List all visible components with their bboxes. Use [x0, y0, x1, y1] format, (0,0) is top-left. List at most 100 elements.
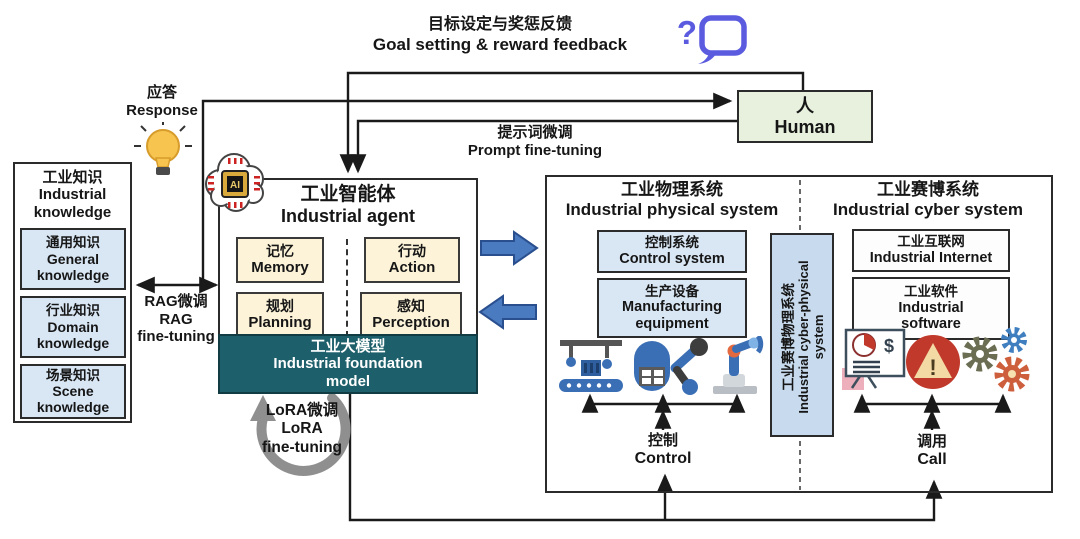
agent-title-en: Industrial agent — [280, 206, 415, 227]
agent-title-zh: 工业智能体 — [300, 184, 396, 205]
prompt-finetuning-line — [349, 119, 737, 174]
question-bubble-icon: ? — [677, 14, 747, 64]
perception-box: 感知 Perception — [360, 292, 462, 338]
internet-en: Industrial Internet — [869, 249, 993, 266]
control-system-zh: 控制系统 — [645, 235, 699, 251]
domain-knowledge-en: Domain knowledge — [36, 318, 110, 351]
memory-en: Memory — [251, 259, 309, 277]
call-en: Call — [917, 450, 947, 468]
general-knowledge-zh: 通用知识 — [46, 235, 100, 251]
lora-en2: fine-tuning — [261, 438, 343, 456]
call-label: 调用 Call — [882, 433, 982, 470]
action-en: Action — [388, 259, 436, 277]
rag-en2: fine-tuning — [137, 328, 215, 346]
ai-cloud-icon: AI — [205, 153, 264, 212]
agent-to-system-arrow — [480, 230, 539, 266]
response-zh: 应答 — [146, 84, 177, 101]
call-zh: 调用 — [916, 433, 947, 450]
ai-chip-label: AI — [230, 180, 240, 191]
warning-icon: ! — [906, 335, 960, 389]
physical-system-title: 工业物理系统 Industrial physical system — [548, 180, 796, 220]
conveyor-machine-icon — [559, 340, 623, 392]
response-en: Response — [126, 101, 198, 119]
question-mark: ? — [677, 14, 697, 51]
general-knowledge-en: General knowledge — [36, 250, 110, 283]
cps-box: 工业赛博物理系统 Industrial cyber-physical syste… — [770, 233, 834, 437]
manufacturing-equipment-box: 生产设备 Manufacturing equipment — [597, 278, 747, 338]
lightbulb-icon — [134, 122, 192, 175]
control-en: Control — [634, 449, 692, 467]
gears-icon — [962, 327, 1030, 392]
perception-zh: 感知 — [397, 298, 425, 315]
industrial-software-box: 工业软件 Industrial software — [852, 277, 1010, 340]
control-system-box: 控制系统 Control system — [597, 230, 747, 273]
industrial-internet-box: 工业互联网 Industrial Internet — [852, 229, 1010, 272]
software-en: Industrial software — [898, 299, 964, 333]
human-en: Human — [774, 116, 836, 137]
cps-zh: 工业赛博物理系统 — [781, 283, 797, 391]
robot-arm-icon — [713, 336, 764, 394]
action-zh: 行动 — [398, 243, 426, 260]
warning-mark: ! — [929, 355, 936, 380]
dollar-sign: $ — [884, 336, 894, 356]
model-en: Industrial foundation model — [273, 355, 423, 390]
knowledge-title-en: Industrial knowledge — [33, 186, 112, 221]
scene-knowledge-en: Scene knowledge — [36, 383, 110, 416]
goal-feedback-line — [339, 71, 805, 174]
rag-finetuning-label: RAG微调 RAG fine-tuning — [120, 293, 232, 346]
industrial-knowledge-box: 工业知识 Industrial knowledge — [13, 162, 132, 423]
action-box: 行动 Action — [364, 237, 460, 283]
agent-inner-divider — [346, 239, 348, 337]
planning-en: Planning — [248, 314, 312, 332]
model-feedback-line — [348, 394, 943, 522]
control-system-en: Control system — [619, 250, 725, 267]
prompt-zh: 提示词微调 — [497, 124, 573, 141]
knowledge-title-zh: 工业知识 — [42, 169, 103, 186]
planning-box: 规划 Planning — [236, 292, 324, 338]
physical-title-en: Industrial physical system — [565, 200, 779, 220]
finance-board-icon: $ — [842, 328, 906, 390]
manufacturing-en: Manufacturing equipment — [622, 299, 722, 332]
goal-setting-zh: 目标设定与奖惩反馈 — [427, 16, 572, 33]
physical-icons — [559, 336, 764, 395]
control-label: 控制 Control — [613, 432, 713, 469]
planning-zh: 规划 — [266, 298, 294, 315]
system-to-agent-arrow — [478, 294, 537, 330]
internet-zh: 工业互联网 — [897, 234, 965, 250]
lora-loop-arrow — [256, 393, 351, 476]
cyber-title-zh: 工业赛博系统 — [877, 180, 979, 199]
lora-finetuning-label: LoRA微调 LoRA fine-tuning — [228, 402, 376, 457]
general-knowledge-box: 通用知识 General knowledge — [20, 228, 126, 290]
rag-en1: RAG — [159, 310, 193, 328]
cyber-icons: $ ! — [842, 327, 1030, 392]
manufacturing-zh: 生产设备 — [645, 283, 699, 299]
foundation-model-box: 工业大模型 Industrial foundation model — [218, 334, 478, 394]
goal-setting-label: 目标设定与奖惩反馈 Goal setting & reward feedback — [330, 16, 670, 55]
lora-en1: LoRA — [281, 420, 323, 438]
control-zh: 控制 — [647, 432, 678, 449]
domain-knowledge-box: 行业知识 Domain knowledge — [20, 296, 126, 358]
rag-zh: RAG微调 — [144, 293, 208, 310]
response-line — [201, 92, 733, 281]
cyber-title-en: Industrial cyber system — [833, 200, 1023, 220]
domain-knowledge-zh: 行业知识 — [46, 303, 100, 319]
pill-robot-icon — [634, 338, 708, 395]
perception-en: Perception — [372, 314, 450, 332]
memory-box: 记忆 Memory — [236, 237, 324, 283]
scene-knowledge-box: 场景知识 Scene knowledge — [20, 364, 126, 419]
model-zh: 工业大模型 — [310, 338, 386, 356]
cps-en: Industrial cyber-physical system — [795, 260, 826, 414]
agent-title: 工业智能体 Industrial agent — [218, 184, 478, 228]
human-zh: 人 — [796, 95, 814, 116]
cyber-system-title: 工业赛博系统 Industrial cyber system — [806, 180, 1050, 220]
software-zh: 工业软件 — [904, 284, 958, 300]
memory-zh: 记忆 — [266, 243, 294, 260]
physical-title-zh: 工业物理系统 — [621, 180, 723, 199]
response-label: 应答 Response — [110, 84, 214, 119]
system-outer-box — [545, 175, 1053, 493]
goal-setting-en: Goal setting & reward feedback — [372, 34, 628, 54]
human-box: 人 Human — [737, 90, 873, 143]
lora-loop-arrowhead — [250, 395, 276, 421]
